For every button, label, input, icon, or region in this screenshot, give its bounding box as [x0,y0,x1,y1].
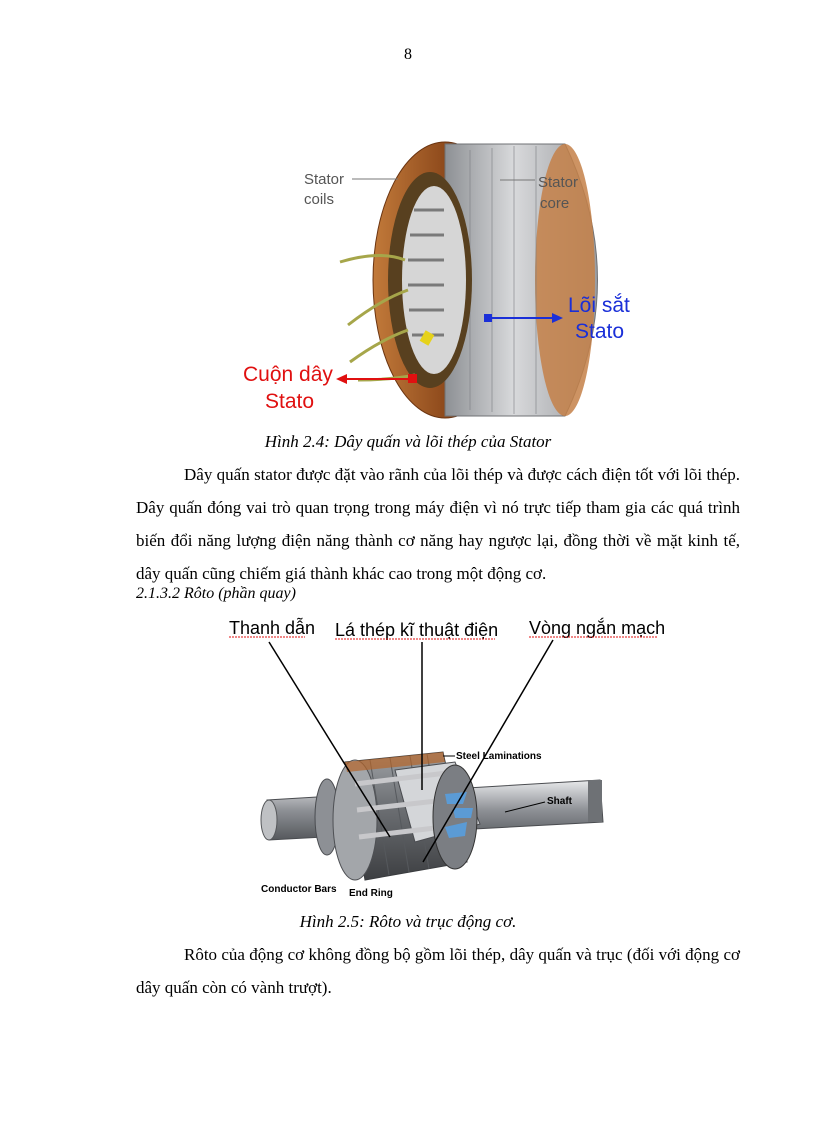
figure-2-4-caption: Hình 2.4: Dây quấn và lõi thép của Stato… [264,432,552,451]
stator-core-label-2: core [540,195,569,212]
steel-laminations-label: Steel Laminations [456,751,542,762]
stator-core-label-1: Stator [538,174,578,191]
cuon-day-label-1: Cuộn dây [243,363,333,386]
shaft-leader [504,801,546,813]
loi-sat-label-2: Stato [575,320,624,343]
shaft-end-left [260,799,278,841]
vong-ngan-mach-pointer [422,639,554,863]
shaft-end-right [588,780,602,822]
stator-coils-label-2: coils [304,191,334,208]
rotor-illustration: Thanh dẫn Lá thép kĩ thuật điện Vòng ngắ… [229,617,665,899]
stator-illustration: Stator coils Stator core Lõi sắt Stato C… [243,141,630,419]
la-thep-label: Lá thép kĩ thuật điện [335,620,498,640]
rotor-core-left-face [332,759,378,881]
thanh-dan-pointer [268,641,391,838]
page-number: 8 [404,46,412,63]
cuon-day-label-2: Stato [265,390,314,413]
cuon-day-marker [408,374,417,383]
conductor-bars-label: Conductor Bars [261,884,337,895]
end-ring-label: End Ring [349,888,393,899]
loi-sat-marker [484,314,492,322]
vong-ngan-mach-label: Vòng ngắn mạch [529,617,665,638]
cuon-day-arrowhead [336,374,347,384]
paragraph-2-text: Rôto của động cơ không đồng bộ gồm lõi t… [136,945,740,997]
shaft-label: Shaft [547,796,573,807]
loi-sat-arrowhead [552,313,563,323]
stator-coils-label-1: Stator [304,171,344,188]
paragraph-1-text: Dây quấn stator được đặt vào rãnh của lõ… [136,465,740,583]
loi-sat-label-1: Lõi sắt [568,294,630,317]
rotor-figure: Thanh dẫn Lá thép kĩ thuật điện Vòng ngắ… [205,612,675,907]
stator-figure: Stator coils Stator core Lõi sắt Stato C… [230,140,650,425]
thanh-dan-label: Thanh dẫn [229,617,315,638]
stator-coil-back [535,144,595,416]
rotor-top-edge [345,752,445,772]
paragraph-rotor: Rôto của động cơ không đồng bộ gồm lõi t… [136,938,740,1004]
section-heading-roto: 2.1.3.2 Rôto (phần quay) [136,585,296,602]
terminal-connector [419,330,435,346]
figure-2-5-caption: Hình 2.5: Rôto và trục động cơ. [299,912,517,931]
paragraph-stator-winding: Dây quấn stator được đặt vào rãnh của lõ… [136,458,740,590]
stator-inner-teeth [402,186,466,374]
